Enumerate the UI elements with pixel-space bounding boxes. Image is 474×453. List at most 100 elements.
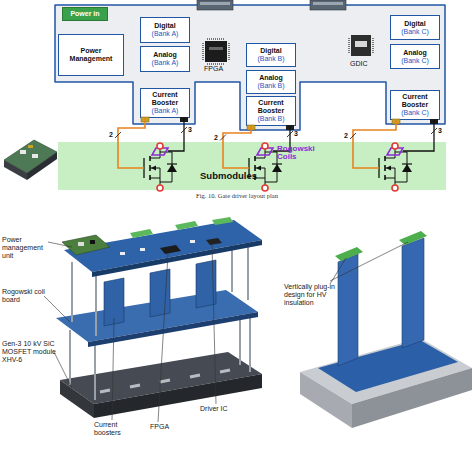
power-management-box: Power Management (58, 34, 124, 76)
module-part (28, 145, 33, 148)
mosfet-symbol (379, 143, 412, 191)
power-input-box: Power in (62, 7, 108, 21)
green-connector (212, 217, 233, 225)
module-photo (4, 140, 57, 180)
board-connector (197, 0, 233, 10)
digital-block: Digital(Bank B) (246, 43, 296, 67)
callout-label: Gen-3 10 kV SiC MOSFET module XHV-6 (2, 340, 58, 364)
bank-tag: (Bank A) (152, 59, 179, 67)
bus-width-label: 3 (438, 127, 442, 135)
callout-label: FPGA (150, 423, 180, 431)
wire-connector (223, 126, 251, 142)
chip-body (205, 41, 227, 62)
block-heading: Power Management (59, 47, 123, 63)
gate-driver-board-edge (92, 240, 262, 277)
chip-label: GDIC (350, 60, 390, 68)
bank-tag: (Bank C) (401, 109, 429, 117)
bus-width-label: 2 (214, 134, 218, 142)
fpga-chip (203, 39, 229, 64)
module-terminals (100, 370, 230, 392)
leader-lines (44, 242, 216, 422)
gdic-chip (349, 35, 373, 56)
analog-block: Analog(Bank A) (140, 46, 190, 72)
current-booster-block: Current Booster(Bank C) (390, 90, 440, 120)
module-body (4, 160, 27, 180)
chip-body (351, 35, 371, 56)
power-management-board (62, 235, 110, 255)
left-assembly-render (44, 217, 262, 422)
module-part (20, 150, 26, 154)
bank-tag: (Bank A) (152, 30, 179, 38)
module-part (32, 154, 38, 158)
block-heading: Power in (70, 10, 99, 18)
sic-module-front (94, 374, 262, 418)
rogowski-label: Rogowski Coils (277, 145, 317, 161)
block-heading: Current Booster (391, 93, 439, 109)
current-booster-block: Current Booster(Bank B) (246, 96, 296, 126)
vertical-board (402, 238, 424, 348)
board-connector (310, 0, 346, 10)
block-heading: Digital (154, 22, 175, 30)
chip-pins (203, 39, 229, 64)
bus-width-label: 3 (294, 130, 298, 138)
vertical-board (338, 254, 358, 366)
block-heading: Analog (259, 74, 283, 82)
wire-connector (353, 120, 396, 142)
analog-block: Analog(Bank B) (246, 70, 296, 94)
submodule-band: Submodules (58, 142, 446, 190)
bank-tag: (Bank C) (401, 57, 429, 65)
analog-block: Analog(Bank C) (390, 44, 440, 69)
driver-ic-package (206, 238, 222, 245)
chip-label: FPGA (204, 65, 244, 73)
digital-block: Digital(Bank A) (140, 17, 190, 43)
right-assembly-render (300, 231, 472, 428)
green-connector (175, 221, 198, 230)
board-connector-slot (313, 2, 343, 5)
fpga-package (160, 245, 181, 254)
block-heading: Digital (260, 47, 281, 55)
smd-part (190, 240, 195, 243)
bank-tag: (Bank B) (257, 115, 284, 123)
module-body (27, 152, 57, 180)
bus-width-tick (181, 127, 187, 133)
figure-caption: Fig. 10. Gate driver layout plan (0, 192, 474, 200)
smd-part (120, 252, 125, 255)
sic-module-side (60, 380, 94, 418)
booster-board (150, 269, 170, 317)
bus-width-tick (431, 128, 437, 134)
leader-lines (330, 242, 408, 284)
driver-board-outline (55, 5, 445, 130)
block-heading: Current Booster (247, 99, 295, 115)
gate-wire (118, 142, 379, 168)
wire-connector (118, 118, 145, 142)
chip-logo (355, 41, 367, 47)
green-connector (130, 229, 153, 238)
board-connector-slot (200, 2, 230, 5)
mosfet-symbol (144, 143, 177, 191)
bank-tag: (Bank C) (401, 28, 429, 36)
green-connector (335, 247, 363, 261)
bus-width-label: 3 (188, 126, 192, 134)
bank-tag: (Bank B) (257, 82, 284, 90)
pm-component (78, 242, 84, 246)
bus-width-tick (115, 132, 121, 138)
callout-label: Vertically plug-in design for HV insulat… (284, 283, 348, 307)
current-booster-block: Current Booster(Bank A) (140, 88, 190, 118)
smd-part (140, 248, 145, 251)
block-heading: Analog (153, 51, 177, 59)
bus-width-tick (220, 135, 226, 141)
digital-block: Digital(Bank C) (390, 15, 440, 40)
bus-width-tick (287, 131, 293, 137)
green-connector (399, 231, 427, 245)
bus-width-label: 2 (109, 131, 113, 139)
bank-tag: (Bank A) (152, 107, 179, 115)
callout-label: Driver IC (200, 405, 244, 413)
block-heading: Current Booster (141, 91, 189, 107)
callout-label: Power management unit (2, 236, 50, 260)
block-heading: Digital (404, 20, 425, 28)
bus-width-tick (350, 133, 356, 139)
callout-label: Current boosters (94, 421, 134, 437)
